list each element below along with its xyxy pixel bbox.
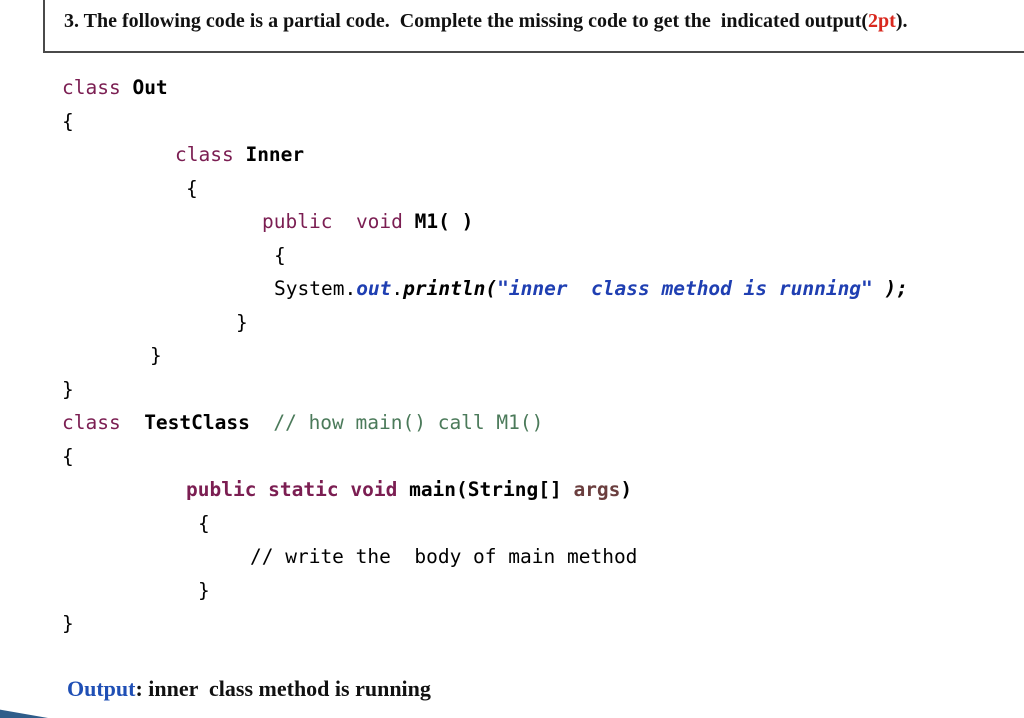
code-line-brace: { (62, 110, 74, 133)
code-line-println: System.out.println("inner class method i… (274, 277, 909, 300)
code-line-brace: } (198, 579, 210, 602)
code-line-main: public static void main(String[] args) (186, 478, 633, 501)
code-line-brace: { (62, 445, 74, 468)
output-line: Output: inner class method is running (67, 676, 431, 702)
code-line-brace: { (198, 512, 210, 535)
code-line-brace: { (274, 244, 286, 267)
code-line-brace: { (186, 177, 198, 200)
corner-decoration (0, 709, 48, 718)
border-horizontal (43, 51, 1024, 53)
question-text: 3. The following code is a partial code.… (64, 10, 869, 32)
code-line-class-testclass: class TestClass // how main() call M1() (62, 411, 544, 434)
code-line-brace: } (150, 344, 162, 367)
output-text: : inner class method is running (135, 676, 431, 701)
code-line-brace: } (236, 311, 248, 334)
code-line-method-m1: public void M1( ) (262, 210, 474, 233)
code-line-class-out: class Out (62, 76, 168, 99)
code-line-brace: } (62, 612, 74, 635)
question-title: 3. The following code is a partial code.… (64, 10, 908, 33)
code-line-brace: } (62, 378, 74, 401)
question-points: 2pt (868, 10, 896, 32)
output-label: Output (67, 676, 136, 701)
code-line-class-inner: class Inner (175, 143, 305, 166)
question-close: ). (895, 10, 908, 32)
code-line-body-comment: // write the body of main method (250, 545, 638, 568)
border-vertical (43, 0, 45, 52)
